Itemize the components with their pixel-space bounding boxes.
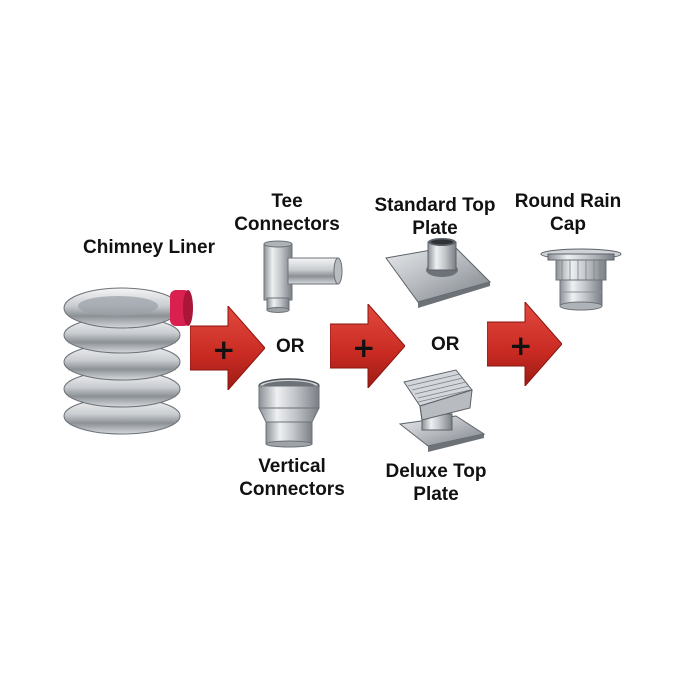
vertical-connectors-label: Vertical Connectors <box>239 456 345 500</box>
plus-sign-1: + <box>212 333 235 366</box>
plus-arrow-3: + <box>487 302 562 386</box>
flex-liner-coil-image <box>60 276 195 436</box>
or-label-2: OR <box>431 334 460 355</box>
deluxe-top-plate-image <box>396 362 486 454</box>
round-rain-cap-image <box>538 248 624 318</box>
plus-sign-3: + <box>509 329 532 362</box>
vertical-connector-image <box>254 376 324 448</box>
plus-sign-2: + <box>352 331 375 364</box>
standard-top-plate-image <box>384 236 492 318</box>
plus-arrow-2: + <box>330 304 405 388</box>
round-rain-cap-label: Round Rain Cap <box>514 191 622 235</box>
standard-top-plate-label: Standard Top Plate <box>374 195 496 239</box>
tee-connector-image <box>254 240 344 314</box>
tee-connectors-label: Tee Connectors <box>234 191 340 235</box>
plus-arrow-1: + <box>190 306 265 390</box>
or-label-1: OR <box>276 336 305 357</box>
deluxe-top-plate-label: Deluxe Top Plate <box>385 461 487 505</box>
chimney-liner-label: Chimney Liner <box>83 237 215 258</box>
